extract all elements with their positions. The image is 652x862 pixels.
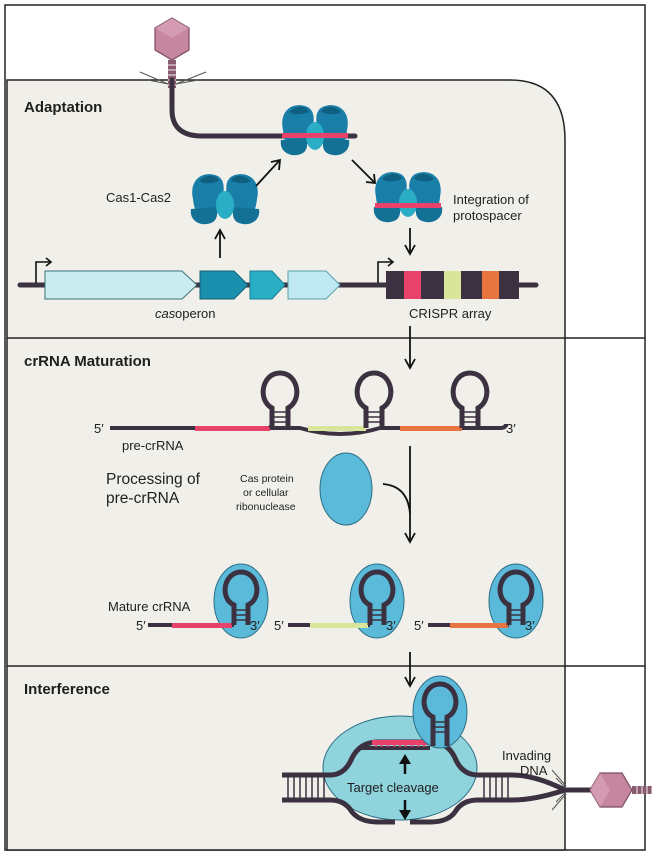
adaptation-arrows bbox=[214, 158, 416, 258]
crrna-target-pairing bbox=[358, 740, 430, 750]
cas-protein-label-2: or cellular bbox=[243, 487, 289, 499]
processing-label-2: pre-crRNA bbox=[106, 490, 180, 507]
mature-2-5prime: 5′ bbox=[274, 618, 284, 633]
section-title-adaptation: Adaptation bbox=[24, 99, 102, 116]
flow-arrow-1 bbox=[404, 326, 416, 370]
mature-crrna-3 bbox=[428, 563, 544, 639]
promoter-arrows bbox=[35, 257, 395, 283]
processing-label-1: Processing of bbox=[106, 471, 201, 488]
pre-crrna-5prime: 5′ bbox=[94, 421, 104, 436]
crispr-array bbox=[386, 271, 519, 299]
section-title-interference: Interference bbox=[24, 681, 110, 698]
mature-1-3prime: 3′ bbox=[250, 618, 260, 633]
mature-3-5prime: 5′ bbox=[414, 618, 424, 633]
protospacer-integrating bbox=[375, 203, 441, 208]
hairpins bbox=[260, 370, 490, 430]
pre-crrna-3prime: 3′ bbox=[506, 421, 516, 436]
cas1-cas2-label: Cas1-Cas2 bbox=[106, 190, 171, 205]
protospacer-bound bbox=[282, 133, 348, 138]
processing-arrow bbox=[382, 446, 416, 544]
integration-label-2: protospacer bbox=[453, 208, 522, 223]
phage-top-icon bbox=[139, 17, 207, 89]
mature-crrna-1 bbox=[148, 563, 269, 639]
cas-operon-label: operon bbox=[175, 306, 215, 321]
cas-protein-label-1: Cas protein bbox=[240, 473, 294, 485]
injected-dna bbox=[169, 77, 358, 139]
ribonuclease-icon bbox=[319, 452, 373, 526]
invading-dna-label-2: DNA bbox=[520, 763, 548, 778]
cas-operon bbox=[44, 270, 341, 300]
hairpin-rungs bbox=[272, 411, 478, 423]
phage-side-icon bbox=[551, 769, 652, 811]
crispr-array-label: CRISPR array bbox=[409, 306, 492, 321]
crrna-complex-interference bbox=[412, 675, 468, 749]
cas-operon-label-italic: cas bbox=[155, 306, 176, 321]
mature-2-3prime: 3′ bbox=[386, 618, 396, 633]
cleavage-arrows bbox=[399, 754, 411, 820]
mature-crrna-2 bbox=[288, 563, 405, 639]
pre-crrna-strand bbox=[110, 423, 508, 436]
section-title-maturation: crRNA Maturation bbox=[24, 353, 151, 370]
cas-protein-label-3: ribonuclease bbox=[236, 501, 296, 513]
mature-1-5prime: 5′ bbox=[136, 618, 146, 633]
target-cleavage-label: Target cleavage bbox=[347, 780, 439, 795]
pre-crrna-label: pre-crRNA bbox=[122, 438, 184, 453]
mature-crrna-label: Mature crRNA bbox=[108, 599, 191, 614]
mature-3-3prime: 3′ bbox=[525, 618, 535, 633]
invading-dna-label-1: Invading bbox=[502, 748, 551, 763]
flow-arrow-2 bbox=[404, 652, 416, 688]
integration-label-1: Integration of bbox=[453, 192, 529, 207]
